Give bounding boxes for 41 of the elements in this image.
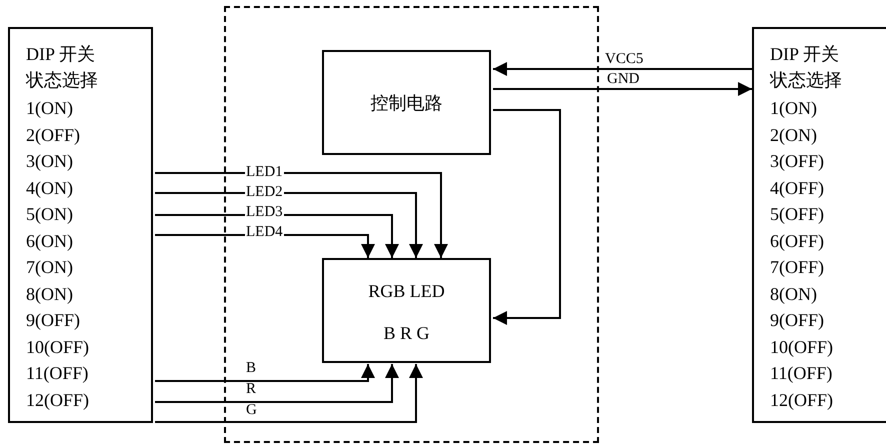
- switch-state: 7(OFF): [770, 256, 824, 279]
- switch-state: 6(ON): [26, 230, 73, 253]
- switch-state: 11(OFF): [26, 362, 88, 385]
- switch-state: 4(ON): [26, 176, 73, 200]
- boundary-box: [224, 6, 599, 443]
- arrow: [155, 364, 375, 382]
- switch-state: 8(ON): [26, 282, 73, 306]
- switch-state: 10(OFF): [26, 336, 90, 359]
- arrow: [493, 82, 752, 96]
- block-title: RGB LED: [367, 280, 446, 302]
- arrow: [155, 364, 423, 423]
- switch-state: 1(ON): [770, 97, 817, 120]
- switch-state: 6(OFF): [770, 230, 824, 253]
- arrow: [155, 364, 399, 403]
- switch-state-box: [752, 27, 886, 423]
- arrow: [155, 172, 448, 258]
- block-box: [322, 258, 491, 363]
- switch-state: 3(OFF): [770, 150, 824, 173]
- arrow: [493, 62, 752, 76]
- switch-state: 12(OFF): [770, 388, 834, 412]
- switch-state: 5(OFF): [770, 203, 824, 226]
- switch-state: 3(ON): [26, 150, 73, 173]
- switch-state: 9(OFF): [770, 309, 824, 332]
- block-box: [322, 50, 491, 155]
- arrow: [493, 109, 561, 325]
- switch-state: 12(OFF): [26, 388, 90, 412]
- switch-state: 2(ON): [770, 124, 817, 147]
- switch-state: 5(ON): [26, 203, 73, 226]
- switch-state: 11(OFF): [770, 362, 832, 385]
- heading: DIP 开关状态选择: [26, 43, 99, 92]
- switch-state: 7(ON): [26, 256, 73, 279]
- switch-state: 8(ON): [770, 282, 817, 306]
- heading: DIP 开关状态选择: [770, 43, 843, 92]
- switch-state: 10(OFF): [770, 336, 834, 359]
- block-subtitle: B R G: [382, 322, 430, 344]
- switch-state: 9(OFF): [26, 309, 80, 332]
- switch-state-box: [8, 27, 153, 423]
- block-title: 控制电路: [370, 92, 444, 114]
- switch-state: 1(ON): [26, 97, 73, 120]
- switch-state: 4(OFF): [770, 176, 824, 200]
- switch-state: 2(OFF): [26, 124, 80, 147]
